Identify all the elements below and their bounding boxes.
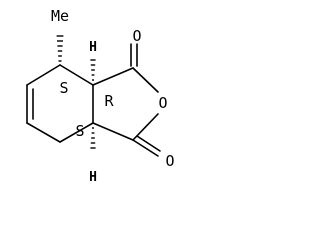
- cyclohexene-ring: [26, 64, 94, 143]
- bond-c7-c6: [26, 122, 61, 143]
- bottom-carbonyl: [132, 135, 161, 157]
- methyl-label: Me: [51, 7, 69, 25]
- bond-c3-o: [132, 67, 159, 93]
- carbonyl-oxygen-top: O: [132, 27, 141, 45]
- bond-c1-c7a: [92, 122, 134, 141]
- ring-oxygen: O: [158, 94, 167, 112]
- bond-c7a-c7: [59, 122, 94, 143]
- molecule-structure: Me O O O H H S R S: [26, 7, 175, 185]
- bottom-hydrogen-hashed-bond: [90, 127, 96, 149]
- methyl-hashed-bond: [56, 35, 64, 62]
- stereo-descriptor-c3a: R: [104, 92, 114, 110]
- hydrogen-bottom: H: [89, 170, 97, 185]
- stereo-descriptor-c7a: S: [75, 122, 84, 140]
- bond-c4-c3a: [59, 64, 94, 86]
- top-hydrogen-hashed-bond: [90, 59, 96, 81]
- bond-c3a-c3: [92, 67, 134, 86]
- bond-c5-c4: [26, 64, 61, 86]
- anhydride-ring: [92, 67, 159, 141]
- carbonyl-oxygen-bottom: O: [165, 152, 174, 170]
- top-carbonyl: [130, 43, 138, 67]
- hydrogen-top: H: [89, 40, 97, 55]
- stereo-descriptor-c4: S: [59, 79, 68, 97]
